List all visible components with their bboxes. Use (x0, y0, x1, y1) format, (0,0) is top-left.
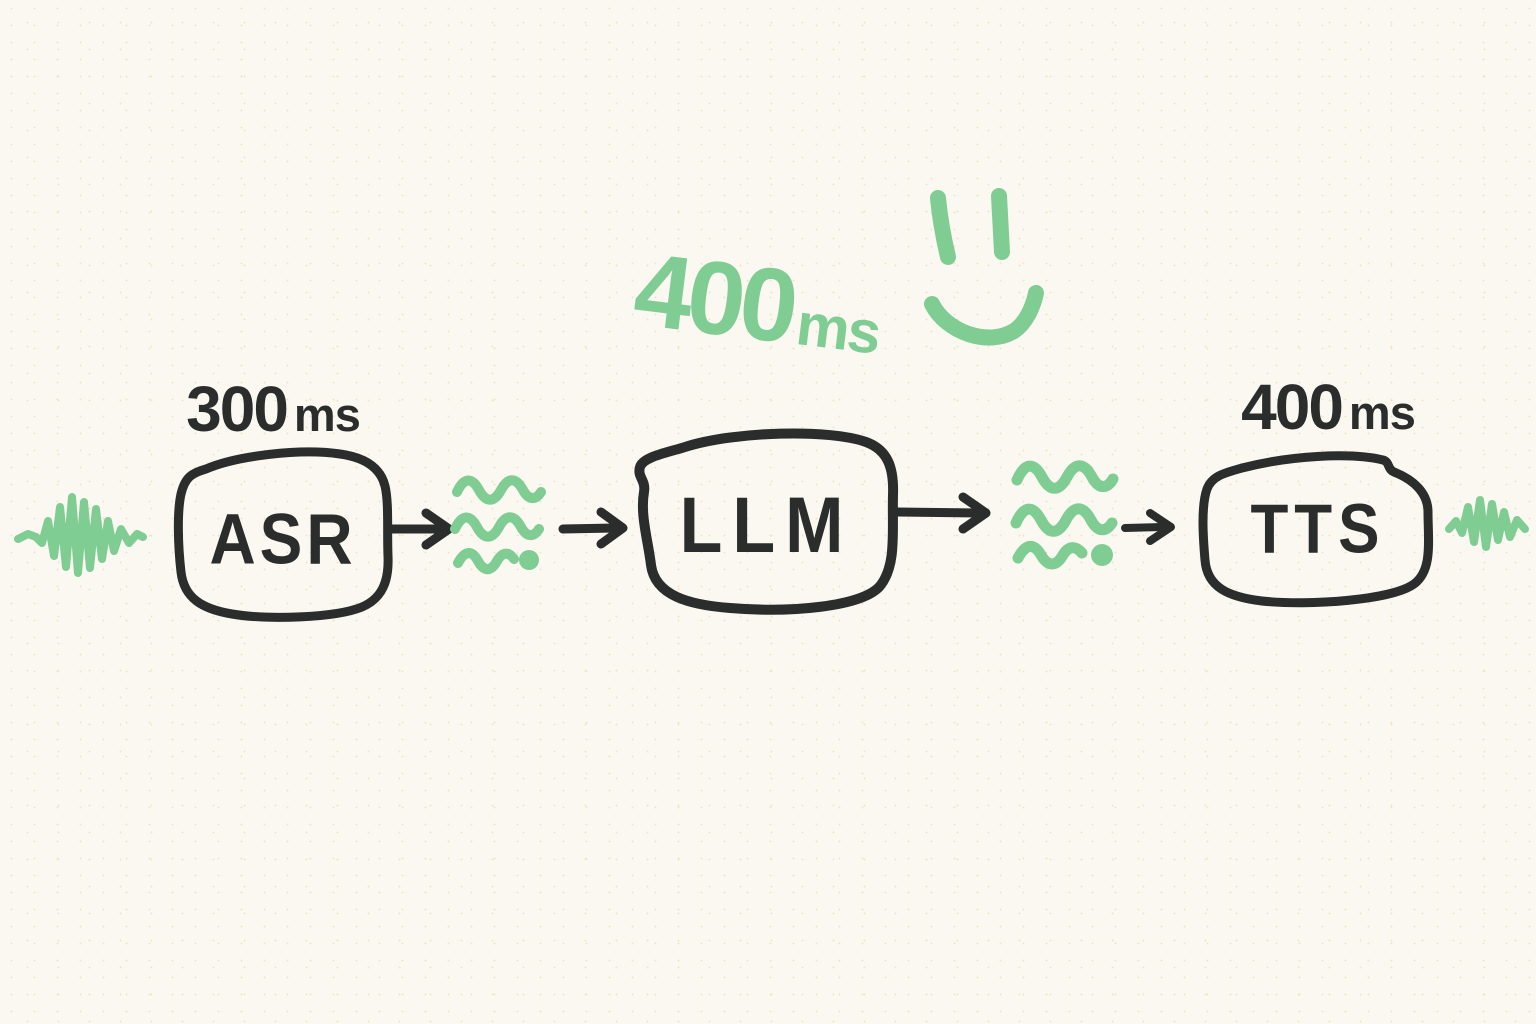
llm-output-arrow (892, 492, 991, 534)
llm-stage-label: LLM (640, 435, 893, 615)
llm-latency-value: 400 (628, 231, 800, 366)
smiley-mouth (924, 285, 1044, 346)
tts-latency-label: 400 ms (1241, 371, 1416, 443)
input-audio-waveform-icon (14, 493, 147, 577)
asr-stage-label: ASR (178, 460, 388, 618)
smiley-face-icon (924, 188, 1044, 346)
tts-latency-unit: ms (1348, 386, 1416, 439)
smiley-left-eye (930, 190, 956, 265)
streaming-text-squiggle-icon (1010, 460, 1119, 570)
smiley-right-eye (991, 188, 1010, 260)
llm-stage-label-text: LLM (679, 481, 854, 569)
asr-latency-unit: ms (293, 388, 361, 441)
tts-stage-label-text: TTS (1250, 490, 1386, 568)
tts-input-arrow (1121, 509, 1175, 545)
asr-latency-label: 300 ms (186, 373, 361, 445)
asr-stage-label-text: ASR (209, 498, 357, 580)
tts-latency-value: 400 (1241, 371, 1344, 443)
tts-stage-label: TTS (1203, 456, 1433, 603)
asr-latency-value: 300 (186, 373, 289, 445)
asr-box (173, 447, 393, 622)
llm-input-arrow (558, 507, 628, 549)
llm-box (634, 428, 899, 615)
tts-box (1198, 451, 1434, 608)
squiggle-period-dot (519, 550, 539, 570)
streaming-text-squiggle-icon (450, 475, 546, 575)
asr-output-arrow (385, 508, 454, 550)
llm-latency-unit: ms (792, 290, 884, 367)
squiggle-period-dot (1091, 544, 1113, 566)
output-audio-waveform-icon (1445, 496, 1529, 551)
